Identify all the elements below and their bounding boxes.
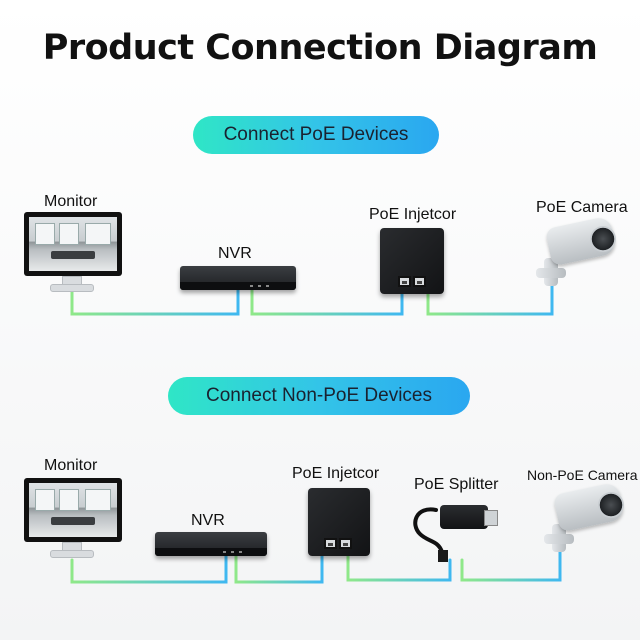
section-header-poe: Connect PoE Devices xyxy=(193,116,439,154)
label-splitter-nonpoe: PoE Splitter xyxy=(414,476,499,493)
poe-injector-icon xyxy=(308,488,370,556)
cable-nvr-injector-nonpoe xyxy=(234,554,324,584)
label-injector-nonpoe: PoE Injetcor xyxy=(292,465,380,482)
label-monitor-poe: Monitor xyxy=(44,193,98,210)
cable-splitter-camera-nonpoe xyxy=(460,550,562,582)
label-injector-poe: PoE Injetcor xyxy=(369,206,457,223)
label-camera-poe: PoE Camera xyxy=(536,199,628,216)
label-nvr-poe: NVR xyxy=(218,245,252,262)
label-camera-nonpoe: Non-PoE Camera xyxy=(527,467,638,483)
label-nvr-nonpoe: NVR xyxy=(191,512,225,529)
page-title: Product Connection Diagram xyxy=(42,28,598,68)
cable-injector-splitter-nonpoe xyxy=(346,554,452,582)
cable-monitor-nvr-nonpoe xyxy=(70,554,228,584)
nvr-icon xyxy=(180,266,296,290)
cable-injector-camera-poe xyxy=(426,282,554,316)
label-monitor-nonpoe: Monitor xyxy=(44,457,98,474)
cable-nvr-injector-poe xyxy=(250,286,404,316)
section-header-nonpoe: Connect Non-PoE Devices xyxy=(168,377,470,415)
nvr-icon xyxy=(155,532,267,556)
poe-injector-icon xyxy=(380,228,444,294)
cable-monitor-nvr-poe xyxy=(70,286,240,316)
